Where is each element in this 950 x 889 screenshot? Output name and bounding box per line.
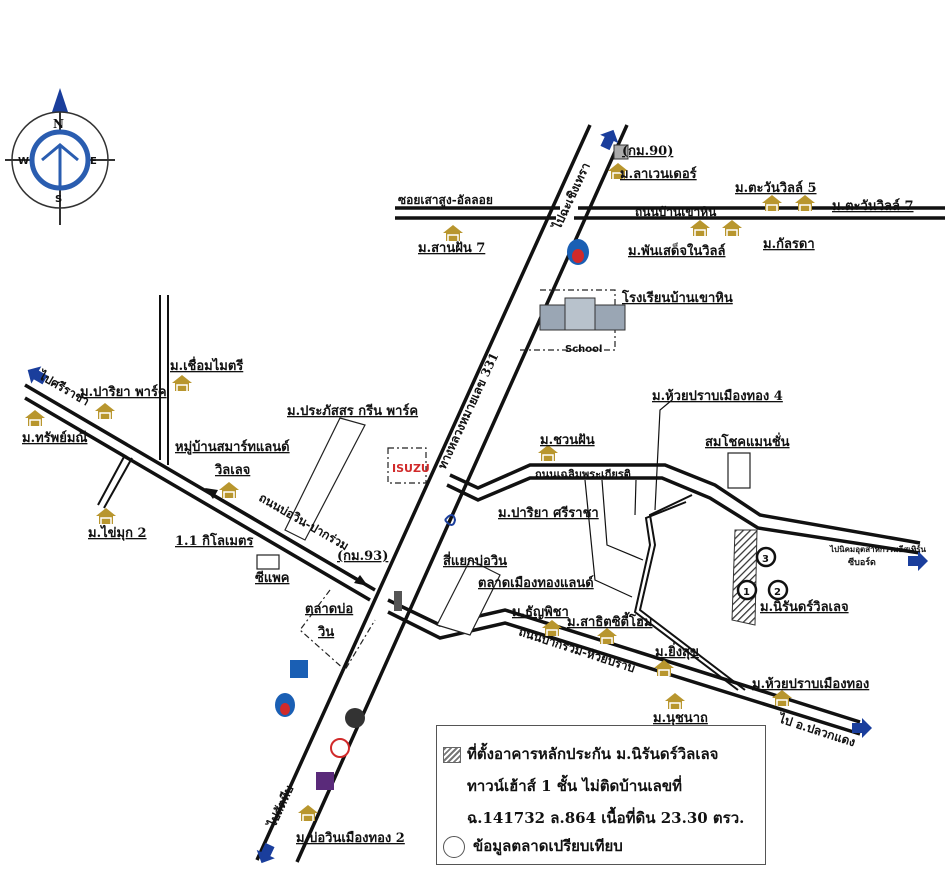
sanfan7: ม.สานฝัน 7 bbox=[418, 241, 485, 256]
pariya-park: ม.ปาริยา พาร์ค bbox=[80, 384, 167, 400]
legend-collateral: ที่ตั้งอาคารหลักประกัน ม.นิรันดร์วิลเลจ bbox=[443, 742, 718, 766]
cpac-building bbox=[256, 554, 280, 570]
soi-saosung: ซอยเสาสูง-อัลลอย bbox=[398, 193, 493, 208]
prapassorn: ม.ประภัสสร กรีน พาร์ค bbox=[287, 403, 418, 419]
arrow-east-icon-2 bbox=[908, 551, 928, 571]
market-building bbox=[436, 559, 501, 636]
to-eastern-seaboard: ไปนิคมอุตสาหกรรมอีสเทิร์น bbox=[829, 544, 927, 555]
chuemmaitri: ม.เชื่อมไมตรี bbox=[170, 356, 243, 374]
phansed: ม.พันเสด็จในวิลล์ bbox=[628, 241, 725, 259]
lavender: ม.ลาเวนเดอร์ bbox=[620, 166, 697, 182]
bay-logo-icon bbox=[316, 772, 334, 790]
building-icon bbox=[613, 144, 629, 160]
circle-swatch-icon bbox=[443, 836, 465, 858]
bowin-muangthong2: ม.บ่อวินเมืองทอง 2 bbox=[296, 830, 405, 846]
somchok: สมโชคแมนชั่น bbox=[705, 432, 790, 450]
yingsuk: ม.ยิ่งสุข bbox=[655, 642, 699, 660]
nirun-village: ม.นิรันดร์วิลเลจ bbox=[760, 599, 849, 615]
cpac: ซีแพค bbox=[255, 570, 289, 586]
compass-s: S bbox=[55, 194, 62, 205]
thanpicha: ม.ธัญพิชา bbox=[512, 605, 569, 620]
distance-label: 1.1 กิโลเมตร bbox=[175, 532, 253, 549]
school-icon bbox=[539, 297, 626, 331]
chuanfan: ม.ชวนฝัน bbox=[540, 433, 595, 448]
huaipap4: ม.ห้วยปราบเมืองทอง 4 bbox=[652, 388, 783, 404]
smartland: หมู่บ้านสมาร์ทแลนด์ bbox=[175, 439, 290, 455]
sathit: ม.สาธิตซิตี้โฮม bbox=[567, 611, 652, 630]
bowin-junction: สี่แยกบ่อวิน bbox=[443, 551, 507, 569]
nuchanat: ม.นุชนาถ bbox=[653, 711, 708, 726]
eastern-seaboard-2: ซีบอร์ด bbox=[848, 556, 876, 568]
kanlada: ม.กัลรดา bbox=[763, 237, 815, 252]
legend-comparable: ข้อมูลตลาดเปรียบเทียบ bbox=[443, 834, 623, 858]
legend-box: ที่ตั้งอาคารหลักประกัน ม.นิรันดร์วิลเลจ … bbox=[436, 725, 766, 865]
kbank-logo-icon bbox=[330, 738, 350, 758]
pariya-sriracha: ม.ปาริยา ศรีราชา bbox=[498, 505, 599, 521]
ban-khao-hin-road: ถนนบ้านเขาหิน bbox=[635, 205, 717, 219]
tawan5: ม.ตะวันวิลล์ 5 bbox=[735, 180, 817, 196]
legend-line4: ข้อมูลตลาดเปรียบเทียบ bbox=[473, 837, 623, 855]
km90: (กม.90) bbox=[622, 144, 673, 159]
bank-logo-icon-2 bbox=[290, 660, 308, 678]
legend-line3: ฉ.141732 ล.864 เนื้อที่ดิน 23.30 ตรว. bbox=[467, 809, 745, 827]
school-en: School bbox=[565, 344, 602, 355]
school-thai: โรงเรียนบ้านเขาหิน bbox=[621, 289, 733, 306]
muangthong-land: ตลาดเมืองทองแลนด์ bbox=[478, 575, 594, 591]
collateral-property bbox=[731, 529, 758, 626]
compass-n: N bbox=[53, 117, 64, 131]
traffic-light-icon bbox=[394, 591, 402, 611]
highway-label: ทางหลวงหมายเลข 331 bbox=[435, 350, 501, 471]
market-area bbox=[299, 589, 376, 671]
ptt-logo-icon bbox=[275, 239, 589, 717]
to-sattahip: ไปสัตหีบ bbox=[263, 783, 296, 831]
talat-bowin-2: วิน bbox=[317, 625, 334, 640]
huaipap: ม.ห้วยปราบเมืองทอง bbox=[752, 676, 869, 692]
chaloem-road: ถนนเฉลิมพระเกียรติ bbox=[535, 468, 631, 481]
bank-logo-icon bbox=[444, 514, 457, 526]
legend-line2: ทาวน์เฮ้าส์ 1 ชั้น ไม่ติดบ้านเลขที่ bbox=[467, 777, 682, 795]
tawan7: ม.ตะวันวิลล์ 7 bbox=[832, 198, 914, 214]
isuzu-area bbox=[387, 447, 427, 484]
marker-1: 1 bbox=[743, 587, 750, 598]
compass-rose-icon: N S E W bbox=[5, 88, 115, 225]
compass-w: W bbox=[18, 156, 29, 167]
hatch-swatch-icon bbox=[443, 747, 461, 763]
khaimuk2: ม.ไข่มุก 2 bbox=[88, 524, 147, 541]
talat-bowin: ตลาดบ่อ bbox=[305, 602, 353, 617]
isuzu-logo: ISUZU bbox=[392, 462, 430, 475]
km93: (กม.93) bbox=[337, 549, 388, 564]
marker-3: 3 bbox=[762, 554, 769, 565]
marker-2: 2 bbox=[774, 587, 781, 598]
legend-line1: ที่ตั้งอาคารหลักประกัน ม.นิรันดร์วิลเลจ bbox=[467, 745, 719, 763]
prapassorn-plot bbox=[284, 417, 366, 541]
smartland-village: วิลเลจ bbox=[214, 463, 250, 478]
school-area bbox=[520, 289, 616, 351]
somchok-building bbox=[727, 452, 751, 489]
arrow-south-icon bbox=[252, 840, 280, 868]
scb-logo-icon bbox=[345, 708, 365, 728]
comparable-markers: 1 2 3 bbox=[736, 546, 789, 601]
compass-e: E bbox=[90, 156, 97, 167]
supmanee: ม.ทรัพย์มณี bbox=[22, 430, 87, 446]
